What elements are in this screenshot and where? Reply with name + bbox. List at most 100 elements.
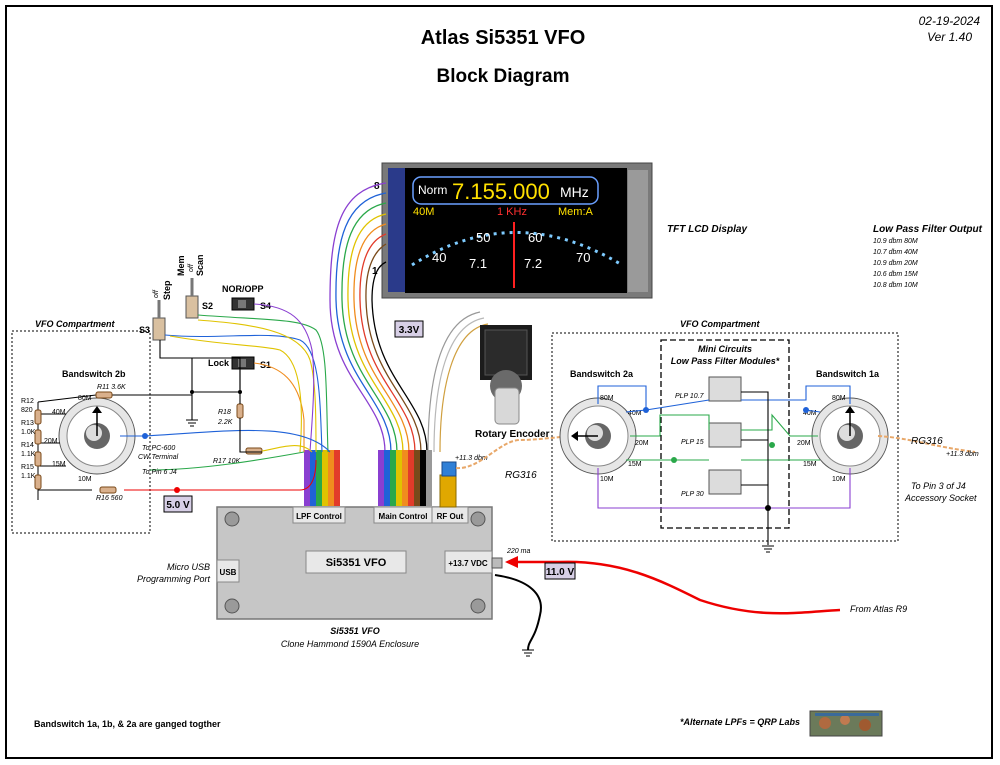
rf-out-label: RF Out	[437, 512, 464, 521]
switch-s2	[186, 278, 198, 318]
r15-name: R15	[21, 464, 34, 471]
lpf-output-line-15m: 10.6 dbm 15M	[873, 271, 918, 278]
right-compartment-label: VFO Compartment	[680, 319, 761, 329]
plp-15-label: PLP 15	[681, 439, 704, 446]
sw1a-80m: 80M	[832, 395, 846, 402]
power-arrow	[505, 556, 518, 568]
bandswitch-2a	[560, 398, 636, 474]
vdc-label: +13.7 VDC	[448, 559, 488, 568]
sw1a-10m: 10M	[832, 476, 846, 483]
junction-dot	[142, 433, 148, 439]
switch-s4	[232, 298, 254, 310]
diagram-subtitle: Block Diagram	[436, 66, 569, 87]
to-pin6-label: To Pin 6 J4	[142, 469, 177, 476]
main-control-ribbon	[378, 450, 432, 506]
switch-s3	[153, 300, 165, 340]
s3-step-label: Step	[162, 280, 172, 300]
r16-label: R16 560	[96, 495, 123, 502]
from-atlas-label: From Atlas R9	[850, 604, 907, 614]
junction-dot	[803, 407, 809, 413]
to-pc600-line1: To PC-600	[142, 445, 175, 452]
sw2a-15m: 15M	[628, 461, 642, 468]
ground-symbol-lpf	[762, 546, 774, 552]
lcd-mode: Norm	[418, 183, 447, 197]
revision-date: 02-19-2024	[919, 14, 981, 28]
sw2a-80m: 80M	[600, 395, 614, 402]
sw2b-20m: 20M	[44, 438, 58, 445]
ground-symbol-switches	[186, 420, 198, 426]
to-pc600-line2: CW Terminal	[138, 454, 179, 461]
to-pin3-line2: Accessory Socket	[904, 493, 977, 503]
r18-name: R18	[218, 409, 231, 416]
rf-out-dbm: +11.3 dbm	[455, 455, 488, 462]
lcd-step: 1 KHz	[497, 206, 527, 218]
r15-value: 1.1K	[21, 473, 36, 480]
micro-usb-line2: Programming Port	[137, 574, 211, 584]
lpf-output-line-40m: 10.7 dbm 40M	[873, 249, 918, 256]
rotary-encoder-label: Rotary Encoder	[475, 429, 550, 440]
lpf-output-line-20m: 10.9 dbm 20M	[873, 260, 918, 267]
r18-value: 2.2K	[217, 419, 233, 426]
plp-30-label: PLP 30	[681, 491, 704, 498]
main-control-label: Main Control	[379, 512, 428, 521]
usb-port-label: USB	[220, 568, 237, 577]
junction-dot	[769, 442, 775, 448]
lcd-unit: MHz	[560, 184, 589, 200]
bandswitch-2b-label: Bandswitch 2b	[62, 369, 126, 379]
sw1a-15m: 15M	[803, 461, 817, 468]
sw2a-20m: 20M	[635, 440, 649, 447]
r11-label: R11 3.6K	[97, 384, 126, 391]
rf-out-connector	[440, 462, 456, 507]
left-compartment-label: VFO Compartment	[35, 319, 116, 329]
lcd-subscale-71: 7.1	[469, 256, 487, 271]
lcd-subscale-72: 7.2	[524, 256, 542, 271]
right-out-dbm: +11.3 dbm	[946, 451, 979, 458]
lcd-caption: TFT LCD Display	[667, 224, 747, 235]
rg316-label-right: RG316	[911, 436, 943, 447]
v5-label: 5.0 V	[166, 500, 190, 511]
sw2a-10m: 10M	[600, 476, 614, 483]
version-label: Ver 1.40	[927, 30, 972, 44]
r12-value: 820	[21, 407, 33, 414]
sw2b-10m: 10M	[78, 476, 92, 483]
junction-dot	[671, 457, 677, 463]
r13-name: R13	[21, 420, 34, 427]
current-draw: 220 ma	[506, 548, 530, 555]
enclosure-caption-1: Si5351 VFO	[330, 626, 380, 636]
junction-dot	[190, 390, 194, 394]
s3-label: S3	[139, 325, 150, 335]
ganged-note: Bandswitch 1a, 1b, & 2a are ganged togth…	[34, 719, 221, 729]
lcd-scale-70: 70	[576, 250, 590, 265]
bandswitch-2a-label: Bandswitch 2a	[570, 369, 634, 379]
lpf-output-title: Low Pass Filter Output	[873, 224, 983, 235]
r14-value: 1.1K	[21, 451, 36, 458]
switch-s1	[232, 357, 254, 369]
switch-wiring	[160, 304, 328, 452]
bandswitch-1a-label: Bandswitch 1a	[816, 369, 880, 379]
junction-dot	[643, 407, 649, 413]
lpf-output-line-80m: 10.9 dbm 80M	[873, 238, 918, 245]
plp-10-7-label: PLP 10.7	[675, 393, 705, 400]
lcd-memory: Mem:A	[558, 206, 594, 218]
ground-symbol-enclosure	[522, 650, 534, 656]
s2-label: S2	[202, 301, 213, 311]
wire-label-8: 8	[374, 181, 380, 192]
s3-off-label: off	[153, 289, 160, 298]
sw2b-40m: 40M	[52, 409, 66, 416]
lpf-control-label: LPF Control	[296, 512, 342, 521]
lcd-scale-60: 60	[528, 230, 542, 245]
tft-lcd-display: Norm 7.155.000 MHz 40M 1 KHz Mem:A 40 50…	[382, 163, 652, 298]
s2-mem-label: Mem	[176, 255, 186, 276]
v11-label: 11.0 V	[546, 567, 575, 578]
r14-name: R14	[21, 442, 34, 449]
s2-off-label: off	[188, 263, 195, 272]
ground-cable	[495, 575, 541, 650]
junction-dot	[174, 487, 180, 493]
lock-label: Lock	[208, 358, 230, 368]
power-connector	[492, 558, 502, 568]
v33-label: 3.3V	[399, 325, 420, 336]
micro-usb-line1: Micro USB	[167, 562, 210, 572]
diagram-title: Atlas Si5351 VFO	[421, 27, 586, 49]
enclosure-label: Si5351 VFO	[326, 557, 387, 569]
